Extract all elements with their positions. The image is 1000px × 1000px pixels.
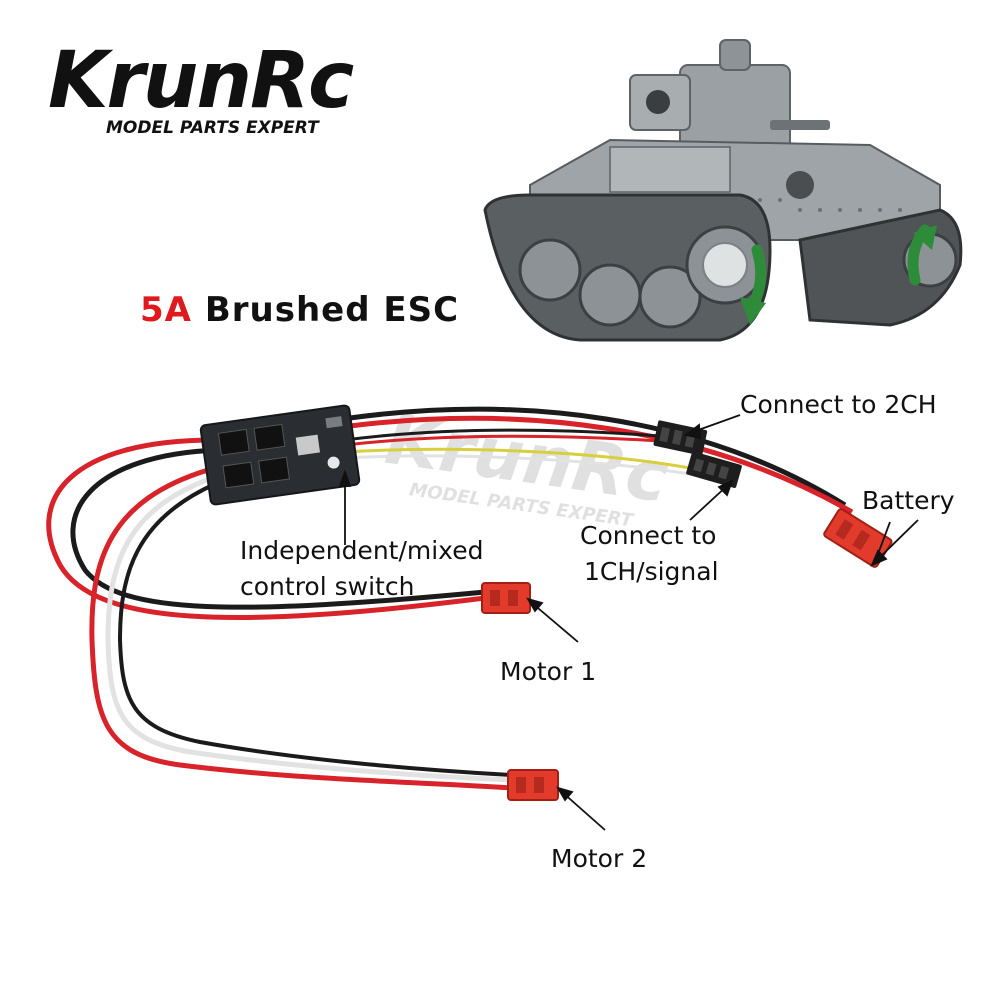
battery-wires — [349, 406, 854, 515]
brand-wordmark: KrunRc — [48, 36, 354, 126]
label-connect-1ch-line1: Connect to — [580, 521, 717, 550]
brand-logo: KrunRc MODEL PARTS EXPERT — [48, 38, 354, 148]
label-motor-1: Motor 1 — [500, 657, 597, 686]
label-connect-1ch-line2: 1CH/signal — [584, 557, 719, 586]
rotation-arrow-icon — [740, 224, 937, 325]
road-wheels — [518, 225, 765, 329]
brand-tagline: MODEL PARTS EXPERT — [106, 118, 319, 138]
signal-wires — [344, 428, 691, 476]
label-motor-2: Motor 2 — [551, 844, 648, 873]
title-product-name: Brushed ESC — [191, 290, 460, 330]
tank-illustration — [483, 39, 963, 342]
label-switch-line1: Independent/mixed — [240, 536, 484, 565]
motor1-wires — [46, 437, 486, 620]
product-title: 5A Brushed ESC — [140, 290, 459, 330]
motor2-connector — [507, 769, 559, 801]
battery-connector — [823, 508, 893, 568]
motor1-connector — [481, 582, 531, 614]
title-current-rating: 5A — [140, 290, 192, 330]
servo-plug-1ch — [686, 451, 742, 488]
motor2-wires — [89, 467, 513, 791]
callout-arrows — [338, 414, 919, 831]
label-connect-2ch: Connect to 2CH — [740, 390, 937, 419]
label-battery: Battery — [862, 486, 955, 515]
label-switch-line2: control switch — [240, 572, 415, 601]
esc-board-icon — [199, 404, 361, 506]
